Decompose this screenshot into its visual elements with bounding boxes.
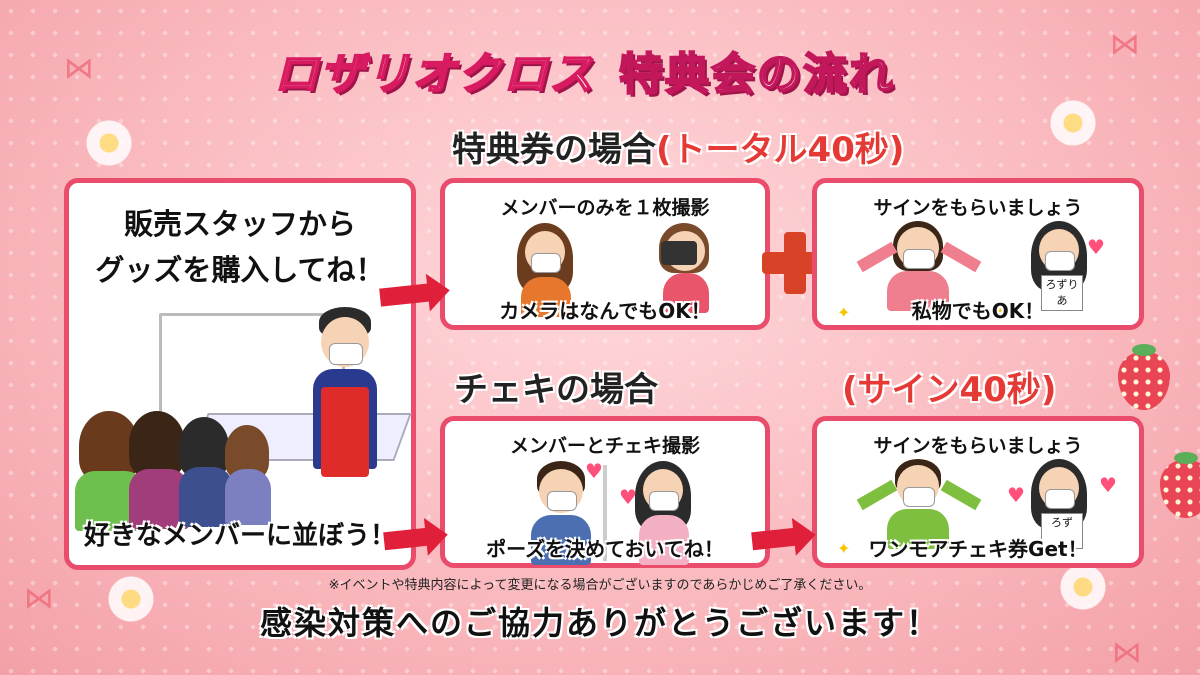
- cheki-card-caption: ポーズを決めておいてね！: [486, 537, 724, 561]
- heart-icon: ♥: [1099, 473, 1117, 497]
- purchase-line-1: 販売スタッフから: [123, 207, 356, 241]
- flower-icon: [82, 116, 136, 170]
- purchase-line-2: グッズを購入してね！: [95, 253, 385, 287]
- cheki-time: (サイン40秒): [842, 370, 1057, 410]
- ribbon-icon: ⋈: [64, 51, 94, 86]
- fan-illustration: [531, 461, 595, 565]
- cheki-card: メンバーとチェキ撮影 ♥ ♥ ポーズを決めておいてね！: [440, 416, 770, 568]
- ticket-heading: 特典券の場合(トータル40秒): [452, 122, 904, 171]
- heart-icon: ♥: [619, 485, 637, 509]
- heart-icon: ♥: [1007, 483, 1025, 507]
- partition: [603, 465, 607, 561]
- sign-card-1: サインをもらいましょう ろずりあ ♥ ✦ ✦ 私物でもOK！: [812, 178, 1144, 330]
- member-cheer-illustration: [856, 221, 982, 311]
- photo-card: メンバーのみを１枚撮影 カメラはなんでもOK！: [440, 178, 770, 330]
- sign-board-2: ろず: [1041, 513, 1083, 549]
- cheki-card-title: メンバーとチェキ撮影: [509, 435, 700, 457]
- queue-caption: 好きなメンバーに並ぼう！: [83, 521, 396, 551]
- footer-message: 感染対策へのご協力ありがとうございます！: [259, 604, 940, 642]
- camera-icon: [661, 241, 697, 265]
- sign-card-1-title: サインをもらいましょう: [873, 197, 1083, 219]
- sign-card-2-caption: ワンモアチェキ券Get！: [868, 537, 1088, 561]
- photo-card-title: メンバーのみを１枚撮影: [500, 197, 710, 219]
- strawberry-icon: [1118, 344, 1170, 410]
- purchase-card-title: 販売スタッフから グッズを購入してね！: [69, 201, 411, 293]
- member-cheer-illustration-2: [856, 459, 982, 549]
- disclaimer-note: ※イベントや特典内容によって変更になる場合がございますのであらかじめご了承くださ…: [328, 578, 872, 593]
- queue-illustration: [75, 411, 279, 531]
- member-board-illustration-2: ろず: [1027, 459, 1097, 549]
- member-board-illustration: ろずりあ: [1027, 221, 1097, 311]
- ribbon-icon: ⋈: [1112, 635, 1142, 670]
- fan-camera-illustration: [655, 223, 715, 313]
- cheki-heading: チェキの場合: [454, 370, 658, 410]
- heart-icon: ♥: [585, 459, 603, 483]
- member-illustration: [517, 223, 577, 317]
- ticket-heading-label: 特典券の場合: [452, 130, 656, 170]
- arrow-icon: [383, 527, 429, 551]
- title-rest: 特典会の流れ: [618, 48, 895, 101]
- flower-icon: [104, 572, 158, 626]
- flower-icon: [1046, 96, 1100, 150]
- page-title: ロザリオクロス 特典会の流れ: [264, 32, 940, 101]
- arrow-icon: [751, 527, 797, 551]
- sign-board-1: ろずりあ: [1041, 275, 1083, 311]
- sparkle-icon: ✦: [993, 301, 1007, 320]
- ribbon-icon: ⋈: [1110, 27, 1140, 62]
- sign-card-1-caption: 私物でもOK！: [911, 299, 1045, 323]
- photo-card-caption: カメラはなんでもOK！: [499, 299, 711, 323]
- sign-card-2: サインをもらいましょう ろず ♥ ♥ ✦ ✦ ワンモアチェキ券Get！: [812, 416, 1144, 568]
- title-group-name: ロザリオクロス: [273, 48, 596, 101]
- sparkle-icon: ✦: [837, 303, 851, 322]
- flower-icon: [1056, 560, 1110, 614]
- ticket-time: (トータル40秒): [656, 130, 905, 170]
- sparkle-icon: ✦: [991, 539, 1005, 558]
- strawberry-icon: [1160, 452, 1200, 518]
- heart-icon: ♥: [1087, 235, 1105, 259]
- purchase-card: 販売スタッフから グッズを購入してね！ 好きなメンバーに並ぼう！: [64, 178, 416, 570]
- sparkle-icon: ✦: [837, 539, 851, 558]
- plus-icon: [762, 232, 828, 294]
- staff-illustration: [309, 307, 389, 477]
- sign-card-2-title: サインをもらいましょう: [873, 435, 1083, 457]
- ribbon-icon: ⋈: [24, 581, 54, 616]
- arrow-icon: [379, 283, 431, 307]
- member-pose-illustration: [631, 461, 695, 565]
